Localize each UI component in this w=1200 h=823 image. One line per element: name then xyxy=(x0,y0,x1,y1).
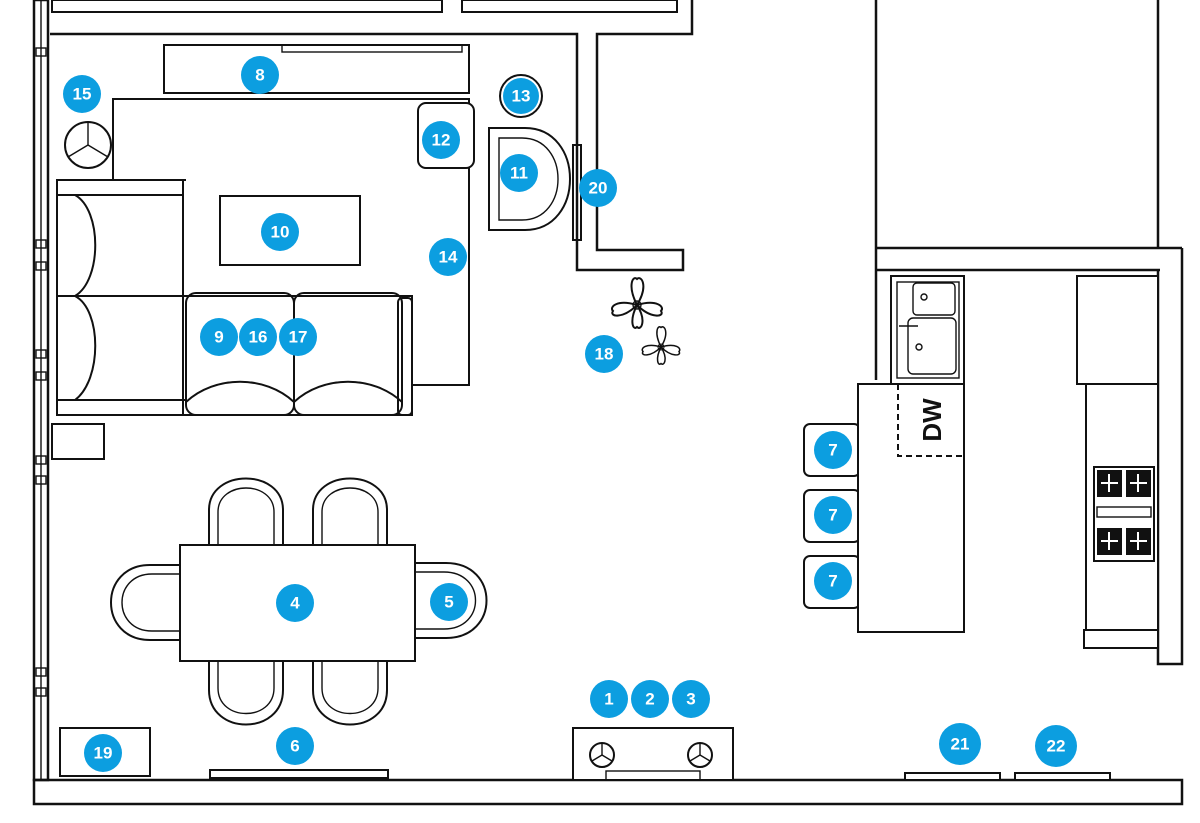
kitchen-island xyxy=(857,383,965,633)
marker-4: 4 xyxy=(276,584,314,622)
wall-shelf-21 xyxy=(904,772,1001,781)
upper-partition-wall xyxy=(50,0,694,272)
wall-shelf-22 xyxy=(1014,772,1111,781)
wall-shelf-bottom xyxy=(209,769,389,779)
side-cabinet xyxy=(51,423,105,460)
marker-9: 9 xyxy=(200,318,238,356)
svg-text:12: 12 xyxy=(432,131,451,150)
svg-text:7: 7 xyxy=(828,506,837,525)
marker-22: 22 xyxy=(1035,725,1077,767)
svg-text:3: 3 xyxy=(686,690,695,709)
svg-text:15: 15 xyxy=(73,85,92,104)
svg-text:5: 5 xyxy=(444,593,453,612)
marker-11: 11 xyxy=(500,154,538,192)
svg-text:19: 19 xyxy=(94,744,113,763)
marker-16: 16 xyxy=(239,318,277,356)
marker-21: 21 xyxy=(939,723,981,765)
svg-text:14: 14 xyxy=(439,248,458,267)
walls xyxy=(32,0,1184,806)
marker-7-stool-2: 7 xyxy=(814,496,852,534)
cooktop xyxy=(1093,466,1155,562)
svg-text:22: 22 xyxy=(1047,737,1066,756)
sink-basin-small xyxy=(912,282,956,316)
dining-area xyxy=(110,477,488,726)
svg-text:6: 6 xyxy=(290,737,299,756)
marker-19: 19 xyxy=(84,734,122,772)
sink-basin-large xyxy=(907,317,957,375)
svg-text:11: 11 xyxy=(510,164,528,183)
marker-12: 12 xyxy=(422,121,460,159)
marker-7-stool-1: 7 xyxy=(814,431,852,469)
fridge xyxy=(1076,275,1159,385)
number-markers: 1 2 3 4 5 6 7 7 7 8 9 10 11 12 13 14 15 … xyxy=(63,56,1077,772)
svg-text:18: 18 xyxy=(595,345,614,364)
marker-14: 14 xyxy=(429,238,467,276)
marker-13: 13 xyxy=(503,78,539,114)
svg-text:4: 4 xyxy=(290,594,300,613)
marker-20: 20 xyxy=(579,169,617,207)
marker-18: 18 xyxy=(585,335,623,373)
marker-6: 6 xyxy=(276,727,314,765)
floor-lamp xyxy=(64,121,112,169)
marker-1: 1 xyxy=(590,680,628,718)
marker-2: 2 xyxy=(631,680,669,718)
living-area xyxy=(51,44,571,460)
svg-text:10: 10 xyxy=(271,223,290,242)
svg-text:7: 7 xyxy=(828,572,837,591)
svg-text:9: 9 xyxy=(214,328,223,347)
dishwasher-label: DW xyxy=(917,398,947,442)
svg-text:8: 8 xyxy=(255,66,264,85)
svg-text:7: 7 xyxy=(828,441,837,460)
svg-text:17: 17 xyxy=(289,328,308,347)
top-cabinet-right xyxy=(461,0,678,13)
svg-text:1: 1 xyxy=(604,690,613,709)
marker-5: 5 xyxy=(430,583,468,621)
kitchen: DW xyxy=(803,275,1159,649)
svg-text:21: 21 xyxy=(951,735,970,754)
window-marks xyxy=(35,47,47,697)
marker-8: 8 xyxy=(241,56,279,94)
bottom-exterior-wall xyxy=(32,778,1184,806)
marker-10: 10 xyxy=(261,213,299,251)
marker-7-stool-3: 7 xyxy=(814,562,852,600)
svg-text:20: 20 xyxy=(589,179,608,198)
marker-15: 15 xyxy=(63,75,101,113)
dishwasher-outline xyxy=(897,384,964,457)
marker-17: 17 xyxy=(279,318,317,356)
svg-text:2: 2 xyxy=(645,690,654,709)
top-cabinet-left xyxy=(51,0,443,13)
plants xyxy=(611,277,681,365)
sink-counter xyxy=(890,275,965,385)
console-with-lamps xyxy=(572,727,734,781)
svg-text:16: 16 xyxy=(249,328,268,347)
svg-text:13: 13 xyxy=(512,87,531,106)
marker-3: 3 xyxy=(672,680,710,718)
